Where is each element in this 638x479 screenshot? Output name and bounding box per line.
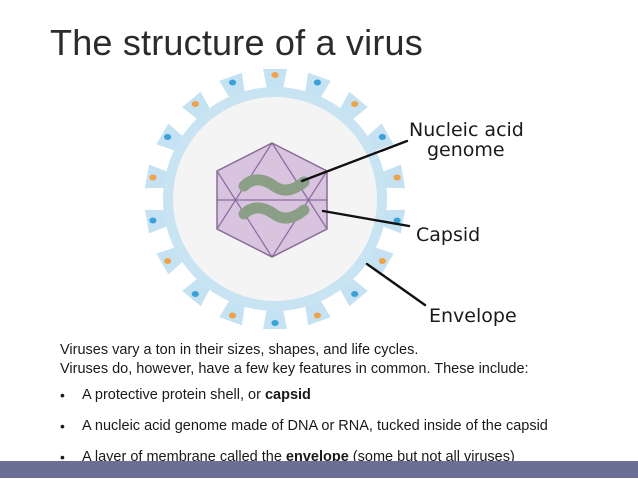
bullet-bold: capsid bbox=[264, 387, 311, 403]
spike-protein-dot bbox=[351, 291, 359, 297]
spike-protein-dot bbox=[229, 312, 237, 319]
spike-protein-dot bbox=[393, 217, 401, 224]
label-envelope: Envelope bbox=[429, 305, 517, 327]
envelope-spike bbox=[263, 69, 287, 89]
envelope-spike bbox=[381, 164, 406, 189]
body-line-1: Viruses vary a ton in their sizes, shape… bbox=[60, 342, 419, 358]
envelope-spike bbox=[381, 209, 406, 234]
label-capsid: Capsid bbox=[416, 224, 480, 246]
spike-protein-dot bbox=[229, 79, 237, 86]
envelope-spike bbox=[305, 299, 331, 326]
genome-pointer-line bbox=[300, 139, 409, 183]
nucleic-acid-genome bbox=[238, 174, 310, 224]
slide-title: The structure of a virus bbox=[50, 22, 423, 63]
envelope-spike bbox=[144, 164, 169, 189]
list-item: A protective protein shell, or capsid bbox=[60, 386, 620, 405]
envelope-spike bbox=[219, 72, 245, 99]
spike-protein-dot bbox=[149, 174, 157, 181]
spike-protein-dot bbox=[351, 101, 359, 107]
spike-protein-dot bbox=[271, 72, 279, 78]
spike-protein-dot bbox=[191, 291, 199, 297]
spike-protein-dot bbox=[378, 258, 386, 264]
spike-protein-dot bbox=[378, 134, 386, 140]
spike-protein-dot bbox=[393, 174, 401, 181]
spike-protein-dot bbox=[164, 258, 172, 264]
feature-list: A protective protein shell, or capsid A … bbox=[60, 386, 620, 467]
label-nucleic-acid-line1: Nucleic acid bbox=[409, 119, 524, 141]
spike-protein-dot bbox=[191, 101, 199, 107]
bullet-text: A nucleic acid genome made of DNA or RNA… bbox=[82, 418, 548, 434]
spike-protein-dot bbox=[313, 79, 321, 86]
envelope-spike bbox=[144, 209, 169, 234]
spike-protein-dot bbox=[313, 312, 321, 319]
spike-protein-dot bbox=[149, 217, 157, 224]
spike-protein-dot bbox=[164, 134, 172, 140]
envelope-spike bbox=[305, 72, 331, 99]
envelope-spike bbox=[219, 299, 245, 326]
footer-bar bbox=[0, 461, 638, 478]
label-nucleic-acid-line2: genome bbox=[427, 139, 505, 161]
capsid-pointer-line bbox=[321, 209, 411, 228]
spike-protein-dot bbox=[271, 320, 279, 326]
body-line-2: Viruses do, however, have a few key feat… bbox=[60, 361, 529, 377]
envelope-pointer-line bbox=[365, 262, 427, 307]
pointer-lines bbox=[300, 139, 427, 307]
slide-body: Viruses vary a ton in their sizes, shape… bbox=[60, 341, 620, 479]
bullet-text: A protective protein shell, or bbox=[82, 387, 265, 403]
envelope-spike bbox=[263, 309, 287, 329]
list-item: A nucleic acid genome made of DNA or RNA… bbox=[60, 417, 620, 436]
envelope-spikes bbox=[144, 69, 406, 329]
